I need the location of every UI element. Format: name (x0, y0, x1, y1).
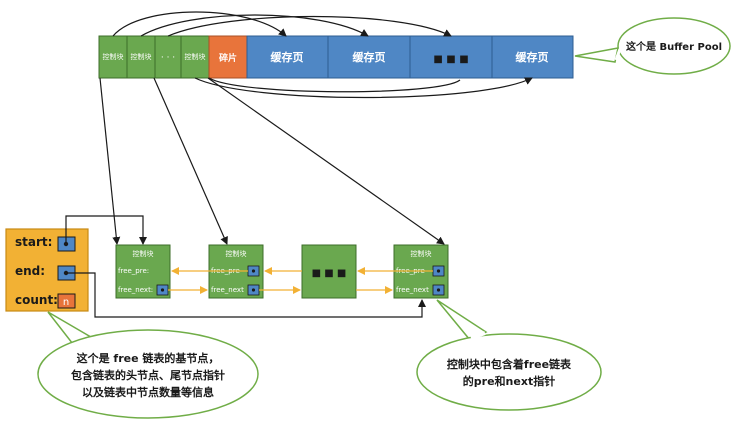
pool-cache-page-ellipsis-label: ■ ■ ■ (433, 54, 468, 65)
base-count-value: n (63, 297, 69, 308)
free-node-ellipsis-label: ■ ■ ■ (312, 268, 347, 279)
control-callout-line-1: 控制块中包含着free链表 (447, 357, 572, 371)
pool-cache-page-1 (246, 35, 329, 79)
base-count-label: count: (15, 293, 58, 307)
free-node-2-title: 控制块 (226, 249, 247, 258)
pool-cache-page-1-label: 缓存页 (271, 50, 304, 64)
start-arrow (65, 215, 147, 245)
pool-to-node3-arrow (207, 77, 445, 245)
pool-callout: 这个是 Buffer Pool (574, 17, 731, 75)
pool-cache-page-ellipsis (409, 35, 493, 79)
pool-top-arcs (112, 11, 452, 37)
free-node-3-title: 控制块 (411, 249, 432, 258)
pool-to-node2-arrow (153, 77, 228, 245)
base-callout: 这个是 free 链表的基节点， 包含链表的头节点、尾节点指针 以及链表中节点数… (37, 311, 259, 419)
pool-control-block-ellipsis-label: · · · (161, 53, 175, 63)
pool-control-block-1-label: 控制块 (103, 52, 124, 61)
free-node-3-next: free_next (396, 286, 429, 294)
pool-to-node1-arrow (99, 77, 121, 245)
control-callout-line-2: 的pre和next指针 (463, 374, 555, 388)
free-node-1-pre: free_pre: (118, 267, 149, 275)
pool-fragment-label: 碎片 (219, 52, 237, 64)
arc-cb2-page2 (140, 14, 369, 37)
pool-cache-page-2 (327, 35, 411, 79)
control-callout: 控制块中包含着free链表 的pre和next指针 (416, 299, 602, 411)
arc-cbe-pagee (167, 15, 452, 37)
base-end-label: end: (15, 264, 45, 278)
pool-control-block-3-label: 控制块 (185, 52, 206, 61)
arc-cb1-page1 (112, 11, 287, 37)
free-node-1-title: 控制块 (133, 249, 154, 258)
pool-cache-page-3-label: 缓存页 (516, 50, 549, 64)
pool-control-block-2-label: 控制块 (131, 52, 152, 61)
free-list-links (168, 267, 433, 294)
arc-bottom-inner (208, 77, 461, 93)
free-node-ellipsis: ■ ■ ■ (301, 244, 357, 299)
base-node: start: end: count: n (5, 228, 89, 312)
base-count-box (57, 293, 76, 309)
free-node-1: 控制块 free_pre: free_next: (115, 244, 171, 299)
free-node-1-next: free_next: (118, 286, 153, 294)
pool-fragment (208, 35, 248, 79)
arc-cb3-page3 (194, 77, 533, 99)
end-arrow (66, 272, 426, 318)
buffer-pool: 控制块 控制块 · · · 控制块 碎片 缓存页 缓存页 ■ ■ ■ 缓存页 (98, 35, 574, 79)
pool-cache-page-2-label: 缓存页 (353, 50, 386, 64)
base-start-label: start: (15, 235, 52, 249)
pool-callout-text: 这个是 Buffer Pool (626, 40, 722, 53)
base-callout-line-2: 包含链表的头节点、尾节点指针 (70, 368, 225, 382)
pool-control-block-1 (98, 35, 128, 79)
base-callout-line-3: 以及链表中节点数量等信息 (82, 385, 214, 399)
pool-control-block-2 (126, 35, 156, 79)
base-callout-line-1: 这个是 free 链表的基节点， (77, 351, 220, 365)
free-node-2-next: free_next (211, 286, 244, 294)
